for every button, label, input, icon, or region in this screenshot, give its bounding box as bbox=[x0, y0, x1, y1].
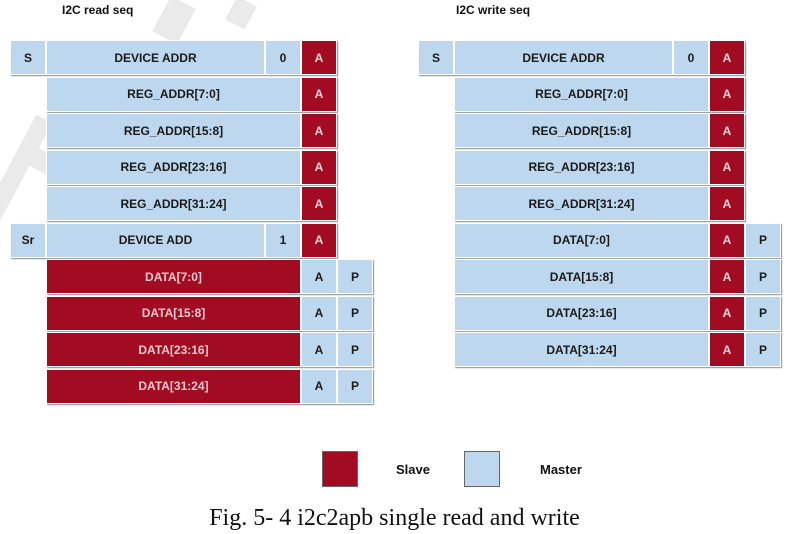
read-row7-p-cell: P bbox=[337, 259, 373, 294]
read-row5-a-cell: A bbox=[301, 186, 337, 221]
write-row9-p-cell: P bbox=[745, 332, 781, 367]
write-row1-s-cell: S bbox=[418, 40, 454, 75]
read-row4-reg-addr-23-16-cell: REG_ADDR[23:16] bbox=[46, 149, 301, 185]
read-row8-a-cell: A bbox=[301, 295, 337, 331]
write-row8-a-cell: A bbox=[709, 295, 745, 331]
read-row3-reg-addr-15-8-cell: REG_ADDR[15:8] bbox=[46, 113, 301, 148]
read-row9-data-23-16-cell: DATA[23:16] bbox=[46, 332, 301, 367]
write-row2-reg-addr-7-0-cell: REG_ADDR[7:0] bbox=[454, 76, 709, 112]
write-row1-a-cell: A bbox=[709, 40, 745, 75]
write-row7-p-cell: P bbox=[745, 259, 781, 294]
read-row1-s-cell: S bbox=[10, 40, 46, 75]
write-row4-reg-addr-23-16-cell: REG_ADDR[23:16] bbox=[454, 149, 709, 185]
write-row1-device-addr-cell: DEVICE ADDR bbox=[454, 40, 673, 75]
read-row6-sr-cell: Sr bbox=[10, 222, 46, 258]
read-row9-p-cell: P bbox=[337, 332, 373, 367]
read-row2-reg-addr-7-0-cell: REG_ADDR[7:0] bbox=[46, 76, 301, 112]
write-row6-a-cell: A bbox=[709, 222, 745, 258]
figure-caption: Fig. 5- 4 i2c2apb single read and write bbox=[209, 505, 580, 531]
write-row8-data-23-16-cell: DATA[23:16] bbox=[454, 295, 709, 331]
read-row6-1-cell: 1 bbox=[265, 222, 301, 258]
slave-legend-swatch bbox=[322, 451, 358, 487]
write-row9-data-31-24-cell: DATA[31:24] bbox=[454, 332, 709, 367]
write-row5-a-cell: A bbox=[709, 186, 745, 221]
slave-legend-label: Slave bbox=[396, 462, 430, 477]
read-row7-a-cell: A bbox=[301, 259, 337, 294]
write-row6-data-7-0-cell: DATA[7:0] bbox=[454, 222, 709, 258]
read-row7-data-7-0-cell: DATA[7:0] bbox=[46, 259, 301, 294]
write-row8-p-cell: P bbox=[745, 295, 781, 331]
read-row8-p-cell: P bbox=[337, 295, 373, 331]
read-row6-a-cell: A bbox=[301, 222, 337, 258]
write-row7-a-cell: A bbox=[709, 259, 745, 294]
read-row9-a-cell: A bbox=[301, 332, 337, 367]
master-legend-swatch bbox=[464, 451, 500, 487]
write-row3-reg-addr-15-8-cell: REG_ADDR[15:8] bbox=[454, 113, 709, 148]
write-row5-reg-addr-31-24-cell: REG_ADDR[31:24] bbox=[454, 186, 709, 221]
read-row1-a-cell: A bbox=[301, 40, 337, 75]
read-row10-p-cell: P bbox=[337, 368, 373, 404]
write-row6-p-cell: P bbox=[745, 222, 781, 258]
write-row4-a-cell: A bbox=[709, 149, 745, 185]
write-row9-a-cell: A bbox=[709, 332, 745, 367]
master-legend-label: Master bbox=[540, 462, 582, 477]
read-row1-0-cell: 0 bbox=[265, 40, 301, 75]
read-row1-device-addr-cell: DEVICE ADDR bbox=[46, 40, 265, 75]
write-row2-a-cell: A bbox=[709, 76, 745, 112]
write-row7-data-15-8-cell: DATA[15:8] bbox=[454, 259, 709, 294]
write-row1-0-cell: 0 bbox=[673, 40, 709, 75]
read-sequence-title: I2C read seq bbox=[62, 3, 134, 17]
read-row6-device-add-cell: DEVICE ADD bbox=[46, 222, 265, 258]
read-row4-a-cell: A bbox=[301, 149, 337, 185]
read-row10-data-31-24-cell: DATA[31:24] bbox=[46, 368, 301, 404]
read-row10-a-cell: A bbox=[301, 368, 337, 404]
write-sequence-title: I2C write seq bbox=[456, 3, 531, 17]
read-row5-reg-addr-31-24-cell: REG_ADDR[31:24] bbox=[46, 186, 301, 221]
read-row8-data-15-8-cell: DATA[15:8] bbox=[46, 295, 301, 331]
read-row3-a-cell: A bbox=[301, 113, 337, 148]
write-row3-a-cell: A bbox=[709, 113, 745, 148]
read-row2-a-cell: A bbox=[301, 76, 337, 112]
